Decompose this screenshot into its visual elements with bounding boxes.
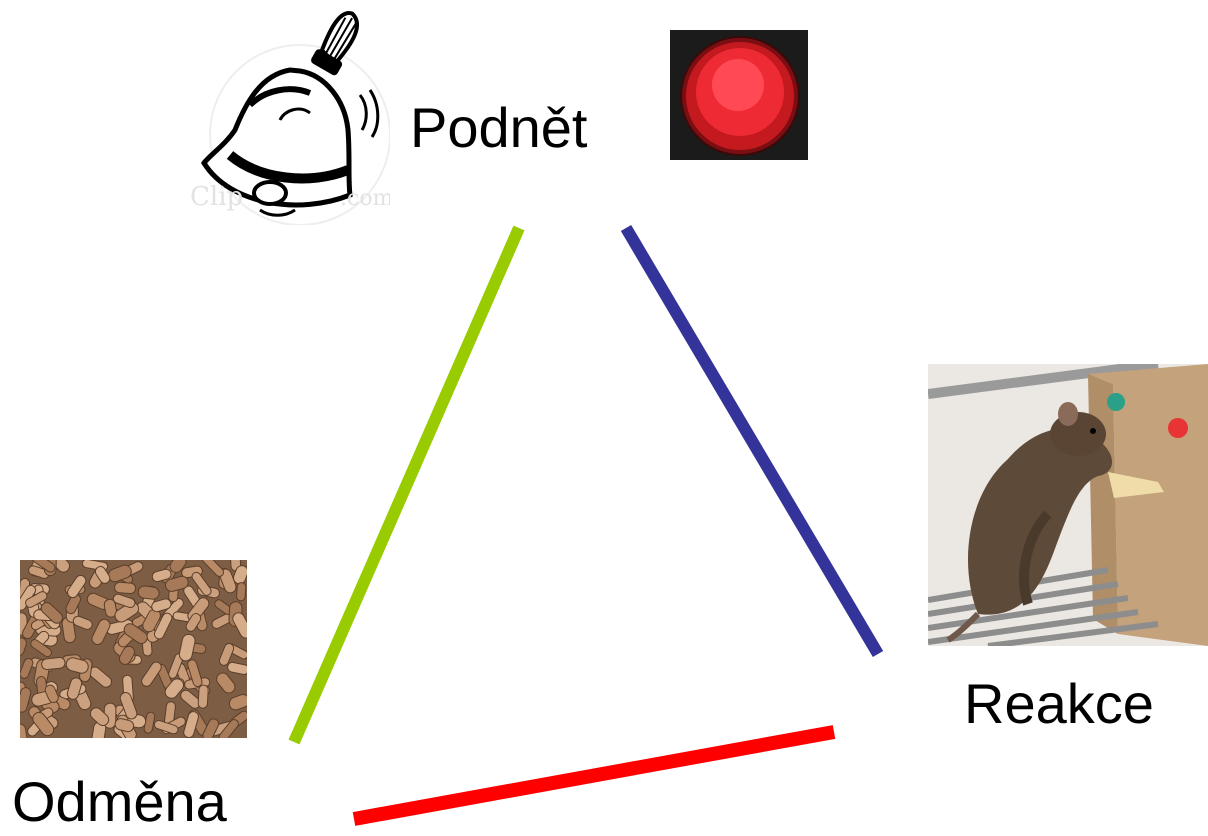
svg-text:.com: .com [340, 186, 390, 211]
line-stimulus-response [626, 228, 878, 654]
svg-text:Clip: Clip [190, 182, 243, 212]
pellets-image [20, 560, 247, 738]
line-stimulus-reward [294, 228, 519, 742]
rat-image [928, 364, 1208, 646]
label-response: Reakce [964, 676, 1154, 732]
label-stimulus: Podnět [410, 100, 588, 156]
line-reward-response [354, 732, 834, 819]
traffic-light-image [670, 30, 808, 160]
label-reward: Odměna [12, 774, 227, 830]
bell-image: Clip .com [190, 5, 390, 225]
